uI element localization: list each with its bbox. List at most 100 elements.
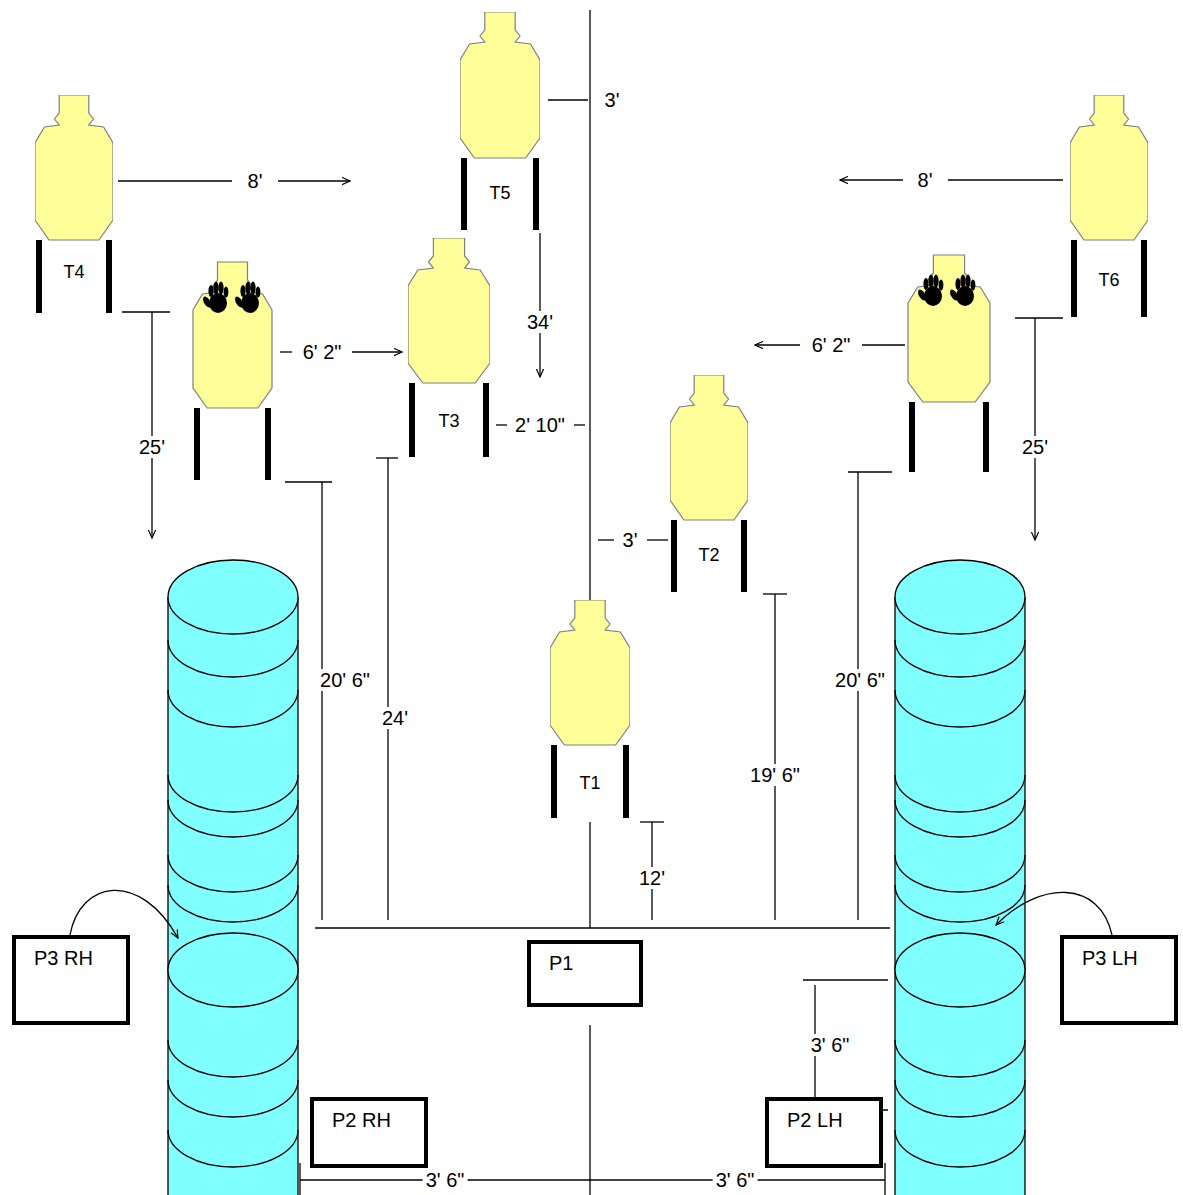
barrel-seam bbox=[168, 800, 298, 837]
dim-tick bbox=[884, 1163, 885, 1195]
target-leg bbox=[533, 158, 539, 230]
dim-line bbox=[280, 351, 292, 352]
dim-arrow bbox=[539, 233, 540, 377]
dim-line bbox=[598, 539, 614, 540]
target-silhouette bbox=[193, 262, 272, 408]
barrel-seam bbox=[895, 855, 1025, 892]
barrel-seam bbox=[168, 690, 298, 727]
target-silhouette bbox=[670, 375, 748, 520]
barrel-seam bbox=[895, 775, 1025, 812]
barrel-seam bbox=[895, 640, 1025, 677]
target-leg bbox=[409, 383, 415, 457]
target-leg bbox=[265, 408, 271, 480]
dim-line bbox=[848, 471, 892, 472]
position-label: P1 bbox=[531, 944, 573, 975]
target-leg bbox=[461, 158, 467, 230]
dimension-label: 25' bbox=[136, 436, 168, 458]
target-silhouette bbox=[35, 95, 113, 240]
dimension-label: 6' 2" bbox=[809, 334, 854, 356]
target-leg bbox=[623, 745, 629, 818]
target-leg bbox=[106, 240, 112, 313]
position-label: P3 LH bbox=[1064, 939, 1138, 970]
position-label: P2 LH bbox=[769, 1101, 843, 1132]
barrel-top bbox=[168, 560, 298, 634]
target-silhouette bbox=[1070, 95, 1148, 240]
target: T3 bbox=[408, 238, 490, 457]
target-leg bbox=[909, 402, 915, 472]
target-leg bbox=[671, 520, 677, 592]
barrel-seam bbox=[895, 690, 1025, 727]
dimension-label: 8' bbox=[915, 169, 936, 191]
target-leg bbox=[551, 745, 557, 818]
position-label: P2 RH bbox=[314, 1101, 391, 1132]
dim-arrow bbox=[278, 180, 350, 181]
position-label: P3 RH bbox=[16, 939, 93, 970]
barrel-top bbox=[895, 933, 1025, 1007]
target-leg bbox=[483, 383, 489, 457]
barrel-seam bbox=[895, 800, 1025, 837]
target: T5 bbox=[460, 12, 540, 230]
target-silhouette bbox=[550, 600, 630, 745]
dimension-label: 12' bbox=[636, 867, 668, 889]
target-leg bbox=[983, 402, 989, 472]
center-line bbox=[589, 10, 590, 600]
dim-line bbox=[300, 1179, 885, 1180]
center-line bbox=[589, 822, 590, 928]
barrel-top bbox=[168, 933, 298, 1007]
barrel-side bbox=[894, 597, 895, 1195]
dim-line bbox=[387, 458, 388, 920]
dimension-label: 20' 6" bbox=[317, 669, 373, 691]
shooting-position-box: P3 RH bbox=[12, 935, 130, 1025]
dim-line bbox=[857, 472, 858, 920]
shooting-position-box: P2 RH bbox=[310, 1097, 428, 1168]
barrel-side bbox=[297, 597, 298, 1195]
hand-symbol bbox=[201, 282, 228, 314]
base-line bbox=[315, 927, 890, 928]
target-leg bbox=[194, 408, 200, 480]
barrel-seam bbox=[168, 855, 298, 892]
target-label: T5 bbox=[489, 183, 510, 204]
dimension-label: 3' 6" bbox=[808, 1034, 853, 1056]
dimension-label: 3' 6" bbox=[423, 1169, 468, 1191]
barrel-seam bbox=[168, 640, 298, 677]
target: T1 bbox=[550, 600, 630, 818]
barrel-seam bbox=[168, 1040, 298, 1077]
hand-symbol bbox=[948, 275, 975, 307]
target-label: T2 bbox=[698, 545, 719, 566]
shooting-position-box: P3 LH bbox=[1060, 935, 1178, 1025]
hand-symbol bbox=[233, 282, 260, 314]
dim-line bbox=[647, 539, 668, 540]
barrel-seam bbox=[895, 1040, 1025, 1077]
dimension-label: 19' 6" bbox=[747, 764, 803, 786]
dim-line bbox=[574, 424, 585, 425]
target-label: T1 bbox=[579, 773, 600, 794]
barrel-seam bbox=[168, 1080, 298, 1117]
dimension-label: 3' bbox=[602, 89, 623, 111]
dim-line bbox=[376, 457, 398, 458]
dim-line bbox=[118, 180, 232, 181]
barrel-side bbox=[167, 597, 168, 1195]
dim-arrow bbox=[755, 344, 800, 345]
barrel-body bbox=[168, 597, 298, 1195]
dimension-label: 24' bbox=[379, 707, 411, 729]
target: T6 bbox=[1070, 95, 1148, 317]
target-label: T3 bbox=[438, 411, 459, 432]
dimension-label: 2' 10" bbox=[512, 414, 568, 436]
target-label: T4 bbox=[63, 262, 84, 283]
shooting-position-box: P1 bbox=[527, 940, 643, 1007]
dimension-label: 8' bbox=[245, 170, 266, 192]
dim-line bbox=[321, 482, 322, 920]
dim-line bbox=[122, 311, 170, 312]
dim-line bbox=[803, 979, 888, 980]
dim-arrow bbox=[352, 351, 402, 352]
barrel-seam bbox=[895, 1130, 1025, 1167]
shooting-position-box: P2 LH bbox=[765, 1097, 883, 1168]
dimension-label: 34' bbox=[524, 311, 556, 333]
target-silhouette bbox=[408, 238, 490, 383]
barrel-seam bbox=[168, 1130, 298, 1167]
dim-tick bbox=[299, 1163, 300, 1195]
dim-line bbox=[285, 481, 332, 482]
leader-line bbox=[996, 892, 1112, 935]
